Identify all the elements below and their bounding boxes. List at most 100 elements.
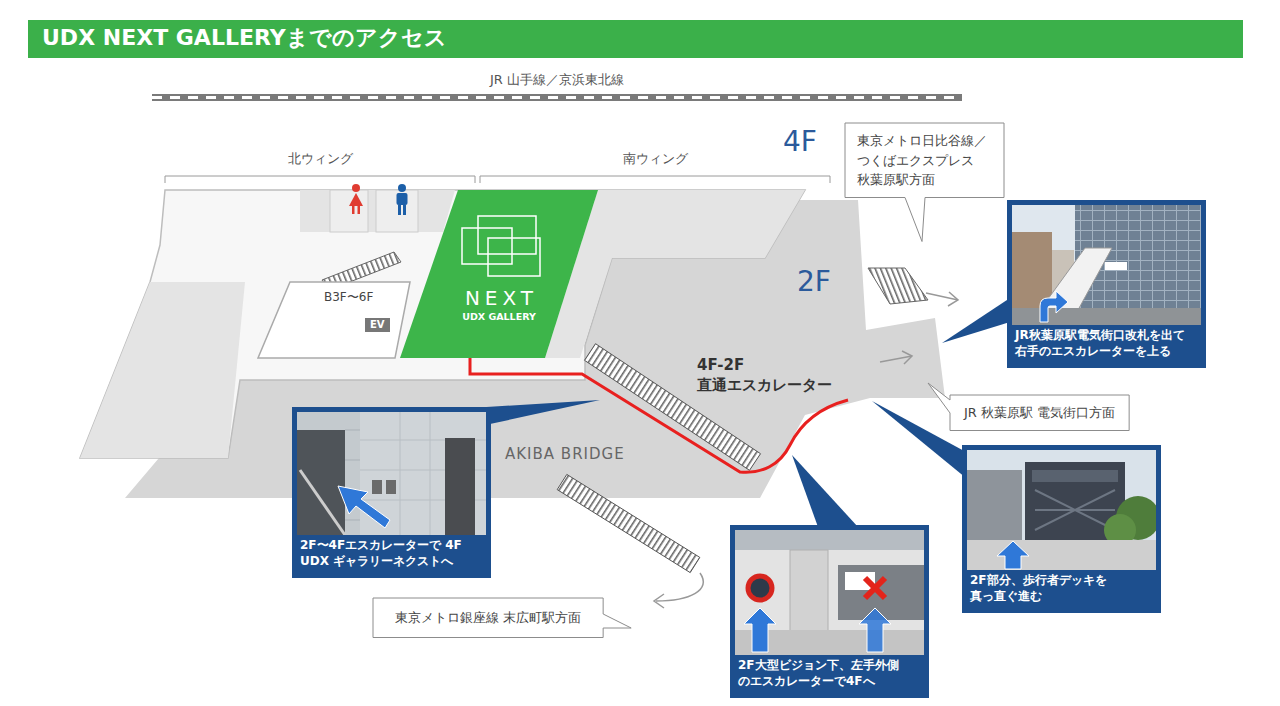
wrong-mark (865, 578, 885, 598)
toilet-icon-women (349, 193, 363, 206)
toilet-icon-men (398, 184, 406, 192)
photo-escalator (297, 430, 345, 535)
room (300, 190, 455, 232)
photo-pointer (942, 298, 1010, 343)
photo-arrow (338, 486, 390, 528)
photo-handrail (300, 470, 345, 535)
photo-arrow (997, 541, 1029, 569)
photo-building (967, 470, 1022, 545)
photo-arrow (744, 608, 776, 652)
photo-lattice (1035, 490, 1115, 530)
photo-sign (1105, 262, 1127, 270)
stairs (868, 268, 928, 304)
direction-arrow (948, 292, 958, 306)
gallery-area: NEXTUDX GALLERY (400, 190, 598, 358)
bridge-name-holder: AKIBA BRIDGE (505, 445, 625, 465)
logo-word: NEXT (400, 286, 598, 310)
direction-arrow (902, 351, 912, 364)
wing-bracket (165, 176, 475, 183)
photo-caption-band: 2F〜4Fエスカレーターで 4F UDX ギャラリーネクストへ (297, 535, 486, 573)
elevator-box: EV (365, 318, 390, 332)
elevator-box-text: EV (370, 318, 385, 332)
callout-bubble (928, 383, 1129, 431)
photo-ceiling (735, 530, 924, 550)
floor-label-holder: 4F (783, 124, 817, 160)
wing-name: 北ウィング (288, 151, 353, 168)
photo-pointer (792, 455, 858, 527)
photo (1012, 205, 1201, 325)
toilet-icon-men (397, 193, 408, 205)
callout-bubble (373, 598, 631, 638)
toilet-icon-women (352, 184, 360, 192)
photo-ground (967, 540, 1156, 570)
railway-track (152, 94, 962, 101)
logo-square (462, 228, 512, 264)
direction-callout: 東京メトロ日比谷線／ つくばエクスプレス 秋葉原駅方面 (845, 123, 1004, 198)
title-text: UDX NEXT GALLERYまでのアクセス (42, 23, 447, 53)
direction-callout-text: 東京メトロ銀座線 末広町駅方面 (395, 608, 581, 628)
photo-callout-text: 2F部分、歩行者デッキを 真っ直ぐ進む (970, 573, 1153, 604)
photo-window (735, 530, 924, 655)
toilet-room (376, 190, 418, 232)
logo-subtitle: UDX GALLERY (400, 310, 598, 323)
toilet-icon-men (403, 205, 406, 215)
toilet-icon-women (358, 206, 361, 214)
callout-bubble (845, 123, 1004, 242)
gallery-area-outline (400, 190, 598, 358)
railway-name: JR 山手線／京浜東北線 (490, 72, 624, 89)
escalator-label: 4F-2F 直通エスカレーター (697, 356, 847, 395)
direction-callout: 東京メトロ銀座線 末広町駅方面 (373, 598, 603, 638)
photo-caption-band: 2F大型ビジョン下、左手外側 のエスカレーターで4Fへ (735, 655, 924, 693)
logo-square (488, 238, 540, 276)
photo-caption-band: JR秋葉原駅電気街口改札を出て 右手のエスカレーターを上る (1012, 325, 1201, 363)
direction-callout: JR 秋葉原駅 電気街口方面 (950, 395, 1129, 431)
photo-callout-text: 2F〜4Fエスカレーターで 4F UDX ギャラリーネクストへ (300, 538, 483, 569)
photo-arrow (1040, 291, 1068, 322)
direction-arrow (654, 594, 664, 608)
toilet-icon-men (398, 205, 401, 215)
wing-name-holder: 北ウィング (288, 151, 353, 168)
wing-bracket (480, 176, 830, 183)
elevator-hall: B3F〜6F EV (258, 282, 410, 358)
railway-name-holder: JR 山手線／京浜東北線 (490, 72, 624, 89)
photo (297, 412, 486, 535)
elevator-hall-outline (258, 282, 410, 358)
photo-callout: JR秋葉原駅電気街口改札を出て 右手のエスカレーターを上る (1007, 200, 1206, 368)
photo-caption-band: 2F部分、歩行者デッキを 真っ直ぐ進む (967, 570, 1156, 608)
logo-square (478, 216, 536, 254)
photo-callout: 2F部分、歩行者デッキを 真っ直ぐ進む (962, 445, 1161, 613)
photo-callout-text: JR秋葉原駅電気街口改札を出て 右手のエスカレーターを上る (1015, 328, 1198, 359)
direction-callout-text: JR 秋葉原駅 電気街口方面 (964, 403, 1115, 423)
railway-dash (152, 96, 962, 99)
direction-callout-text: 東京メトロ日比谷線／ つくばエクスプレス 秋葉原駅方面 (857, 131, 992, 190)
photo-poster (372, 480, 382, 494)
photo-sign (1032, 470, 1118, 482)
photo-callout: 2F〜4Fエスカレーターで 4F UDX ギャラリーネクストへ (292, 407, 491, 578)
escalator-label-holder: 4F-2F 直通エスカレーター (697, 356, 847, 395)
floor-label-holder: 2F (797, 264, 831, 300)
direction-arrow (656, 573, 703, 601)
photo-callout: 2F大型ビジョン下、左手外側 のエスカレーターで4Fへ (730, 525, 929, 698)
photo-door (445, 438, 475, 535)
escalator (557, 474, 700, 572)
room (80, 282, 245, 458)
gallery-floor (400, 190, 598, 358)
toilet-room (330, 190, 368, 232)
bridge-name: AKIBA BRIDGE (505, 445, 625, 465)
photo-window (967, 450, 1156, 570)
toilet-icon-women (352, 206, 355, 214)
photo-callout-text: 2F大型ビジョン下、左手外側 のエスカレーターで4Fへ (738, 658, 921, 689)
elevator-hall-text: B3F〜6F (324, 290, 410, 306)
title-bar (28, 20, 1243, 58)
floor-label: 4F (783, 124, 817, 160)
photo (735, 530, 924, 655)
photo-window (297, 412, 486, 535)
correct-mark (748, 576, 772, 600)
floor-label: 2F (797, 264, 831, 300)
wing-name: 南ウィング (623, 151, 688, 168)
wing-name-holder: 南ウィング (623, 151, 688, 168)
photo-window (1012, 205, 1201, 325)
photo-arrow (859, 608, 891, 652)
photo-shop (838, 565, 924, 620)
